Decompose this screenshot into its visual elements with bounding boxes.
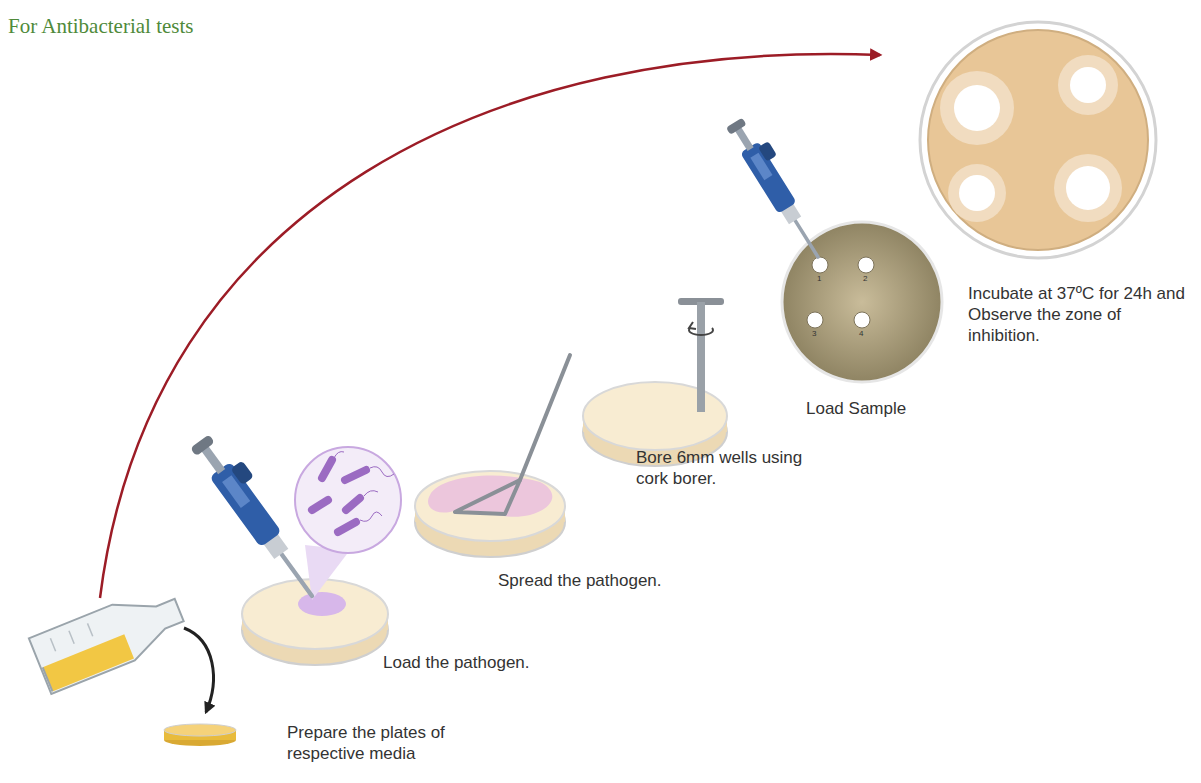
spreader xyxy=(455,355,570,514)
step-caption: Prepare the plates of respective media xyxy=(287,722,522,764)
well-number: 3 xyxy=(812,329,822,338)
pipette xyxy=(189,428,331,604)
subtitle: For Antibacterial tests xyxy=(8,14,193,39)
step-caption: Load the pathogen. xyxy=(383,652,573,673)
step-caption: Load Sample xyxy=(806,398,956,419)
pour-arrow xyxy=(184,628,213,712)
petri-plate xyxy=(415,471,565,557)
flow-arrow xyxy=(100,54,880,598)
well-number: 1 xyxy=(817,274,827,283)
step-caption: Incubate at 37ºC for 24h and Observe the… xyxy=(968,283,1196,346)
well-number: 2 xyxy=(863,274,873,283)
sample-plate xyxy=(782,222,942,382)
zoom-bacteria xyxy=(295,447,401,600)
flask xyxy=(29,582,191,694)
result-plate xyxy=(920,22,1156,258)
well-number: 4 xyxy=(859,329,869,338)
step-caption: Spread the pathogen. xyxy=(498,570,718,591)
cork-borer xyxy=(678,298,724,412)
media-plate xyxy=(164,724,236,746)
step-caption: Bore 6mm wells using cork borer. xyxy=(636,447,816,489)
pipette xyxy=(725,112,834,262)
